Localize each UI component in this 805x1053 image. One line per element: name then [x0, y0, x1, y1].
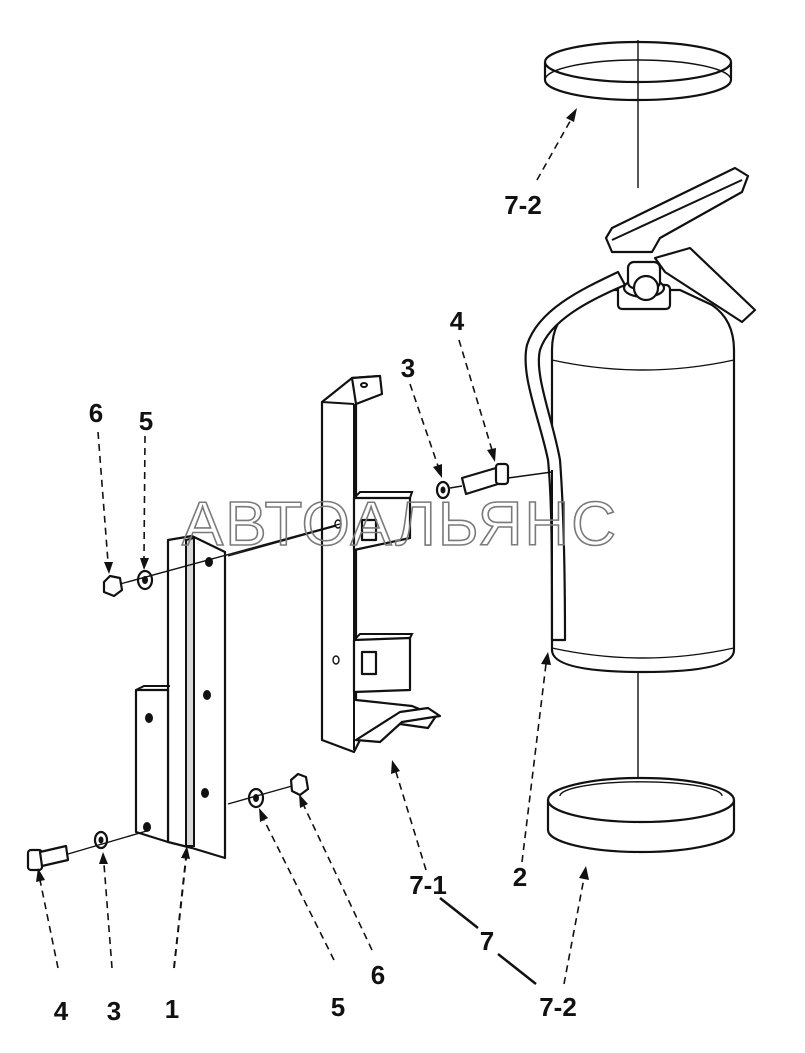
label-5-left: 5	[139, 406, 153, 436]
callout-labels: 7-2 4 3 6 5 7-1 7 7-2 2 4 3 1 5 6	[54, 190, 577, 1026]
top-band	[543, 40, 733, 188]
label-5-bottom: 5	[331, 992, 345, 1022]
label-4-top: 4	[450, 306, 465, 336]
leader-arrows	[36, 108, 589, 985]
label-1: 1	[165, 994, 179, 1024]
label-6-bottom: 6	[371, 960, 385, 990]
label-7-2-bottom: 7-2	[539, 992, 577, 1022]
label-4-bottom: 4	[54, 996, 69, 1026]
label-3-top: 3	[401, 353, 415, 383]
label-7: 7	[480, 926, 494, 956]
fire-extinguisher	[524, 166, 757, 800]
label-6-left: 6	[89, 398, 103, 428]
label-2: 2	[513, 862, 527, 892]
label-3-bottom: 3	[107, 996, 121, 1026]
label-7-1: 7-1	[409, 870, 447, 900]
bracket-1	[134, 534, 227, 860]
bracket-7-1	[320, 374, 442, 754]
fasteners	[26, 462, 553, 872]
watermark-text: АВТОАЛЬЯНС	[182, 490, 618, 559]
label-7-2-top: 7-2	[504, 190, 542, 220]
bottom-band	[546, 776, 736, 854]
